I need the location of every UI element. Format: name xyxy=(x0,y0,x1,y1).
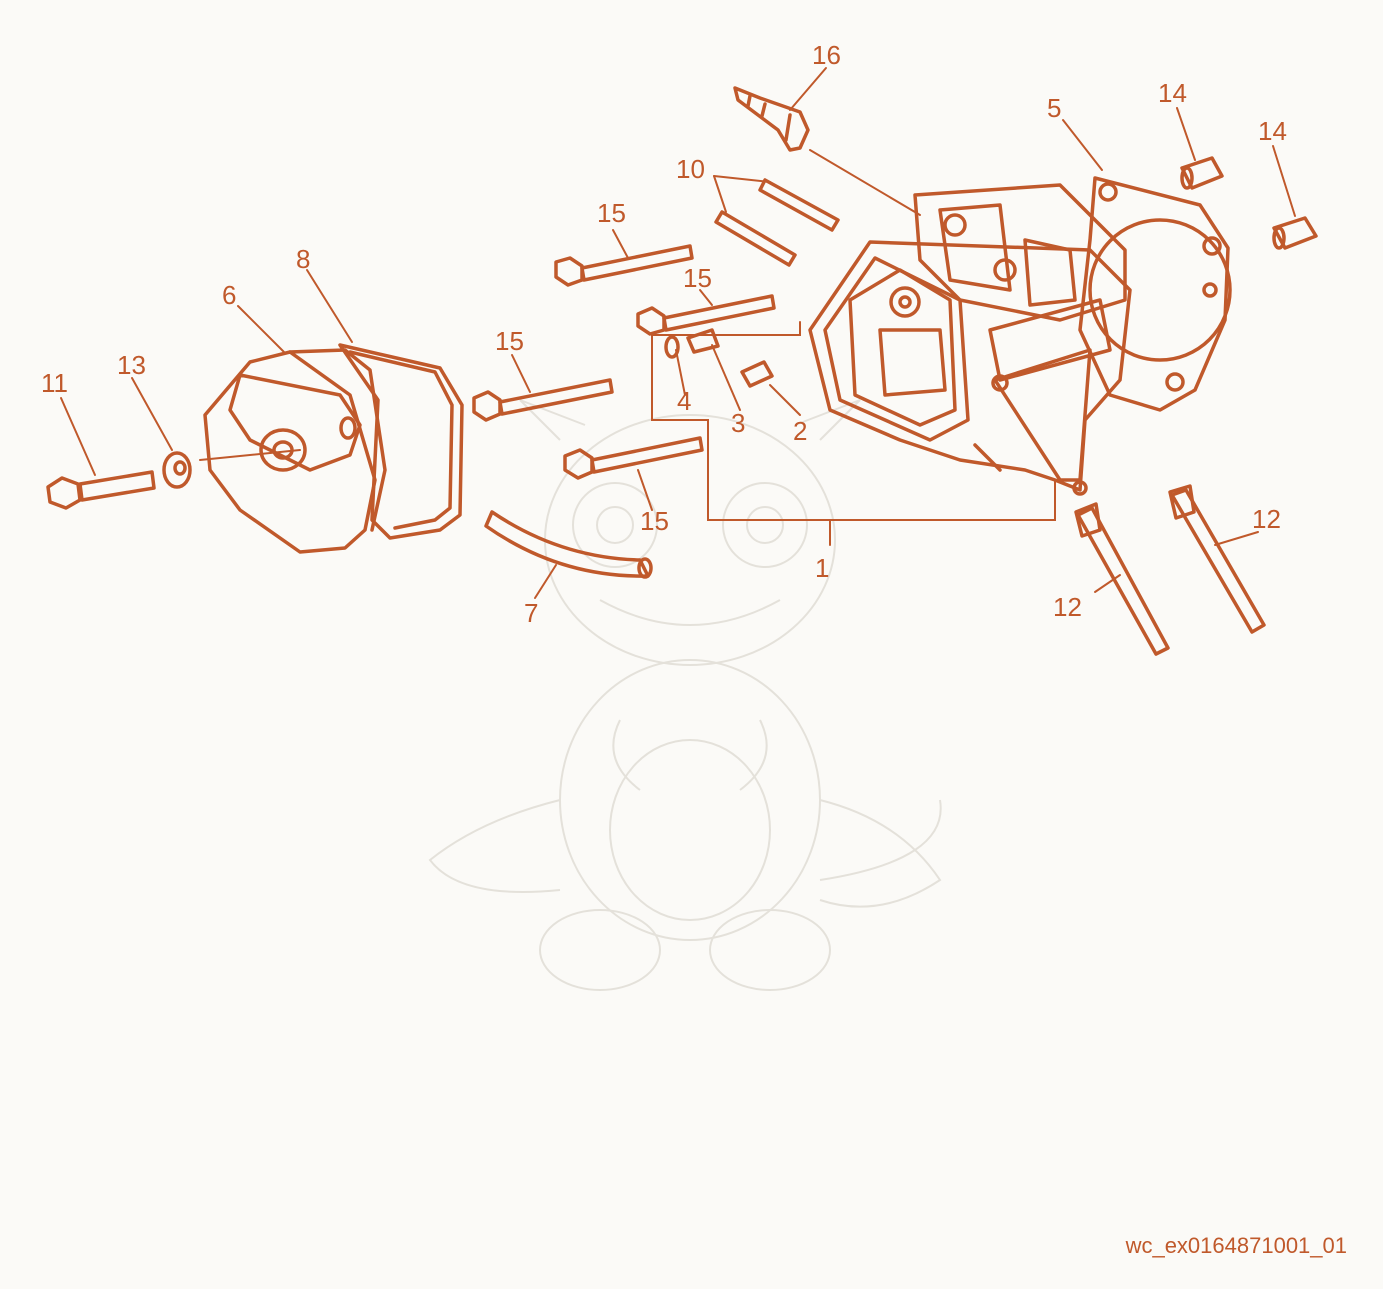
bolt-11 xyxy=(46,470,156,510)
callout-15-c: 15 xyxy=(495,326,524,356)
stud-12-b xyxy=(1168,484,1266,634)
callout-13: 13 xyxy=(117,350,146,380)
callout-14-a: 14 xyxy=(1158,78,1187,108)
valve-cover xyxy=(203,348,387,554)
dowel-14-b xyxy=(1272,216,1318,250)
bolt-15-a xyxy=(554,244,694,287)
cylinder-head xyxy=(808,183,1132,496)
callout-16: 16 xyxy=(812,40,841,70)
studs-10 xyxy=(714,178,840,267)
callout-labels: 16 10 15 15 15 15 8 6 13 11 7 4 3 2 1 5 … xyxy=(41,40,1287,628)
callout-7: 7 xyxy=(524,598,538,628)
callout-14-b: 14 xyxy=(1258,116,1287,146)
callout-4: 4 xyxy=(677,386,691,416)
dowel-14-a xyxy=(1180,156,1224,190)
cover-gasket xyxy=(338,343,464,540)
callout-5: 5 xyxy=(1047,93,1061,123)
callout-8: 8 xyxy=(296,244,310,274)
callout-6: 6 xyxy=(222,280,236,310)
callout-10: 10 xyxy=(676,154,705,184)
callout-3: 3 xyxy=(731,408,745,438)
head-gasket xyxy=(1078,176,1232,412)
leader-lines xyxy=(60,67,1296,599)
dragon-watermark xyxy=(428,399,942,991)
callout-1: 1 xyxy=(815,553,829,583)
bolt-15-c xyxy=(472,378,614,422)
callout-15-b: 15 xyxy=(683,263,712,293)
breather-hose-7 xyxy=(484,510,653,579)
bolt-15-b xyxy=(636,294,776,336)
spark-plug xyxy=(733,86,810,152)
callout-12-b: 12 xyxy=(1053,592,1082,622)
stud-12-a xyxy=(1074,502,1170,656)
drawing-id: wc_ex0164871001_01 xyxy=(1125,1233,1347,1258)
washer-13 xyxy=(162,451,192,489)
callout-12-a: 12 xyxy=(1252,504,1281,534)
bolt-15-d xyxy=(563,436,704,480)
valve-parts xyxy=(664,328,774,388)
callout-15-d: 15 xyxy=(640,506,669,536)
callout-11: 11 xyxy=(41,368,68,398)
callout-2: 2 xyxy=(793,416,807,446)
callout-15-a: 15 xyxy=(597,198,626,228)
